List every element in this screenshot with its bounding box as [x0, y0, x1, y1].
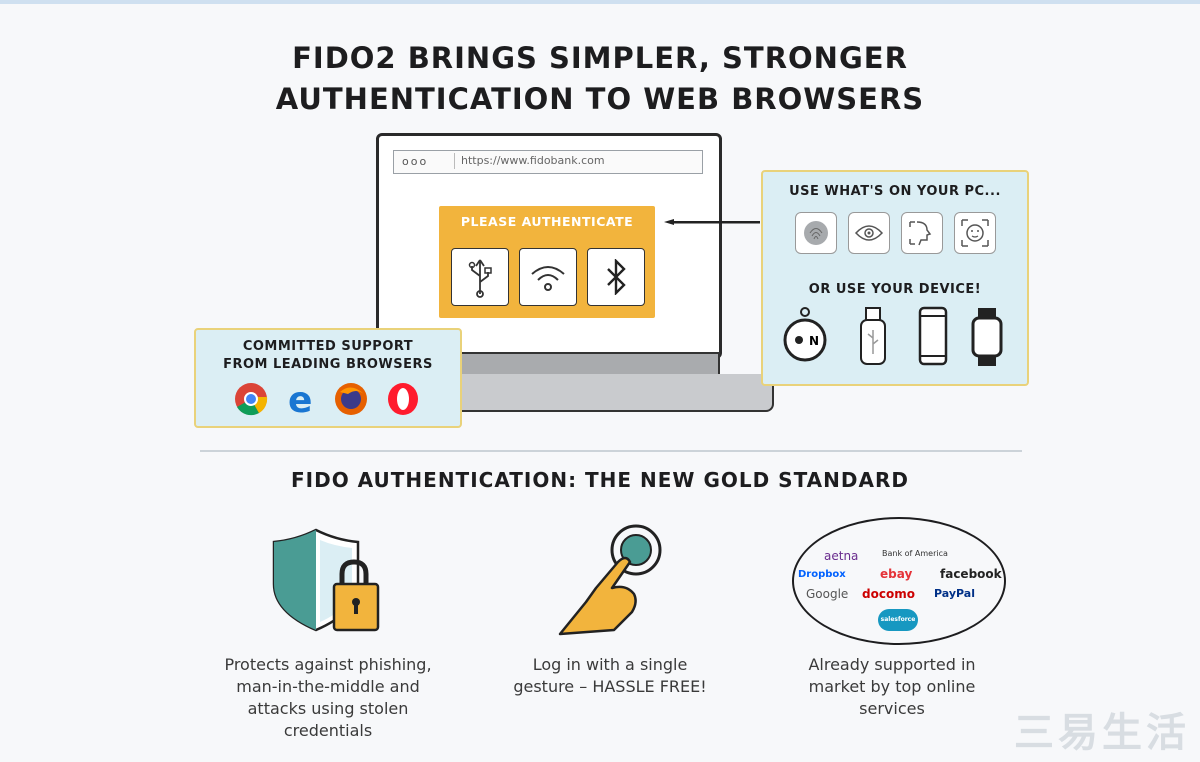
svg-text:N: N: [809, 334, 819, 348]
opera-icon: [388, 383, 418, 415]
bofa-logo: Bank of America: [882, 549, 948, 558]
caption-services-line-2: market by top online: [808, 677, 976, 696]
google-logo: Google: [806, 587, 849, 601]
ebay-logo: ebay: [880, 567, 913, 581]
pc-panel-heading: USE WHAT'S ON YOUR PC...: [789, 184, 1001, 199]
caption-security-line-3: attacks using stolen: [247, 699, 409, 718]
main-title: FIDO2 BRINGS SIMPLER, STRONGER AUTHENTIC…: [0, 38, 1200, 120]
caption-gesture: Log in with a single gesture – HASSLE FR…: [480, 654, 740, 698]
caption-services: Already supported in market by top onlin…: [770, 654, 1014, 720]
paypal-logo: PayPal: [934, 587, 975, 600]
caption-gesture-line-1: Log in with a single: [532, 655, 688, 674]
service-logos-circle: aetna Bank of America Dropbox ebay faceb…: [792, 517, 1006, 645]
title-line-2: AUTHENTICATION TO WEB BROWSERS: [275, 82, 925, 116]
svg-text:e: e: [288, 382, 312, 416]
eye-icon: [848, 212, 890, 254]
firefox-icon: [335, 383, 367, 415]
caption-services-line-3: services: [859, 699, 925, 718]
browsers-panel-heading: COMMITTED SUPPORT FROM LEADING BROWSERS: [196, 338, 460, 374]
facebook-logo: facebook: [940, 567, 1002, 581]
browsers-heading-line-2: FROM LEADING BROWSERS: [223, 357, 433, 372]
title-line-1: FIDO2 BRINGS SIMPLER, STRONGER: [292, 41, 908, 75]
section-subtitle: FIDO AUTHENTICATION: THE NEW GOLD STANDA…: [291, 468, 909, 492]
section-divider: [200, 450, 1022, 452]
dropbox-logo: Dropbox: [798, 569, 846, 580]
browsers-heading-line-1: COMMITTED SUPPORT: [242, 339, 414, 354]
bluetooth-icon: [587, 248, 645, 306]
aetna-logo: aetna: [824, 549, 859, 563]
chrome-icon: [235, 383, 268, 416]
touch-gesture-icon: [558, 524, 662, 636]
watch-icon: [965, 304, 1009, 368]
caption-security-line-2: man-in-the-middle and: [236, 677, 420, 696]
authenticate-title: PLEASE AUTHENTICATE: [460, 214, 634, 229]
authenticate-dialog: PLEASE AUTHENTICATE: [439, 206, 655, 318]
shield-lock-icon: [272, 528, 380, 632]
wireless-icon: [519, 248, 577, 306]
security-key-icon: N: [783, 304, 827, 368]
caption-security-line-1: Protects against phishing,: [224, 655, 432, 674]
browser-address-bar: ooo https://www.fidobank.com: [393, 150, 703, 174]
caption-gesture-line-2: gesture – HASSLE FREE!: [513, 677, 707, 696]
phone-icon: [911, 304, 955, 368]
face-scan-icon: [954, 212, 996, 254]
pc-options-panel: USE WHAT'S ON YOUR PC... OR USE YOUR DEV…: [761, 170, 1029, 386]
browser-window-dots: ooo: [402, 155, 429, 168]
arrow-left-icon: [664, 219, 760, 225]
browsers-panel: COMMITTED SUPPORT FROM LEADING BROWSERS …: [194, 328, 462, 428]
edge-icon: e: [288, 382, 312, 416]
laptop-screen: ooo https://www.fidobank.com PLEASE AUTH…: [376, 133, 722, 359]
usb-key-icon: [851, 304, 895, 368]
fingerprint-icon: [795, 212, 837, 254]
docomo-logo: docomo: [862, 587, 915, 601]
caption-services-line-1: Already supported in: [808, 655, 976, 674]
device-panel-heading: OR USE YOUR DEVICE!: [808, 282, 982, 297]
browser-url: https://www.fidobank.com: [454, 153, 701, 169]
watermark: 三易生活: [1014, 710, 1190, 756]
laptop-base: [420, 374, 774, 412]
caption-security-line-4: credentials: [283, 721, 373, 740]
salesforce-logo: salesforce: [878, 609, 918, 631]
caption-security: Protects against phishing, man-in-the-mi…: [190, 654, 466, 742]
face-profile-icon: [901, 212, 943, 254]
usb-icon: [451, 248, 509, 306]
